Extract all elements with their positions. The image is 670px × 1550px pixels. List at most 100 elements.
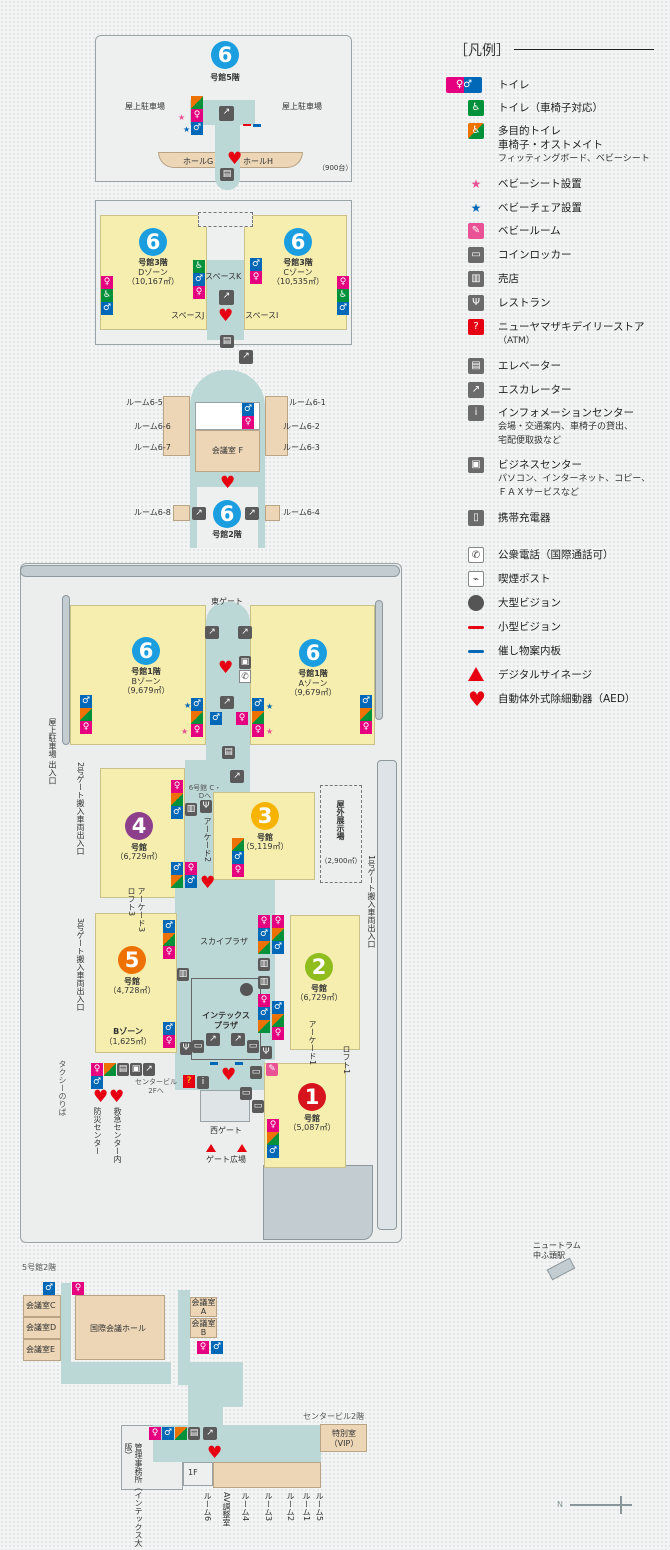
male-toilet-icon: ♂ [232,851,244,864]
business-center-icon: ▣ [130,1063,142,1076]
female-toilet-icon: ♀ [163,946,175,959]
arcade-3-label: アーケード3 [137,887,146,933]
aed-icon: ♥ [109,1087,125,1107]
corridor-2f-left [61,1283,71,1383]
male-toilet-icon: ♂ [171,806,183,819]
legend-item-label: エレベーター [498,360,561,372]
room-6-label: ルーム6 [203,1492,212,1522]
hall1-area: （5,087㎡） [288,1123,336,1132]
intl-conference-hall [75,1295,165,1360]
legend-item-sub: 会場・交通案内、車椅子の貸出、 [498,422,634,432]
sky-plaza-label: スカイプラザ [200,937,248,946]
gate2-entrance: 2号ゲート搬入車両出入口 [76,762,85,856]
male-toilet-icon: ♂ [337,302,349,315]
baby-chair-star-icon: ★ [183,125,191,134]
escalator-icon: ↗ [231,1033,245,1046]
zone-c-area: （10,535㎡） [272,277,324,286]
male-toilet-icon: ♂ [210,712,222,725]
legend-item-text: ビジネスセンターパソコン、インターネット、コピー、ＦＡＸサービスなど [498,458,650,500]
corridor-2f-bottom [61,1362,171,1384]
female-toilet-icon: ♀ [232,864,244,877]
rooftop-parking-right: 屋上駐車場 [282,102,322,111]
smoking-post-icon: ⌁ [468,571,484,587]
road-top [20,565,400,577]
information-icon: i [468,405,484,421]
to-1f-label: 1F [188,1468,198,1477]
conf-room-e-label: 会議室E [26,1345,56,1354]
baby-chair-star-icon: ★ [470,201,482,215]
room-6-6-label: ルーム6-6 [134,422,171,431]
male-toilet-icon: ♂ [193,273,205,286]
female-toilet-icon: ♀ [272,915,284,928]
male-toilet-icon: ♂ [171,862,183,875]
baby-seat-star-icon: ★ [178,113,186,122]
multipurpose-toilet-icon [267,1132,279,1145]
compass-north: N [557,1500,563,1509]
hall6a-area: （9,679㎡） [289,688,337,697]
elevator-icon: ▤ [220,168,234,181]
legend-item-label: 小型ビジョン [498,621,561,633]
hall2-badge: 2 [305,953,333,981]
multipurpose-toilet-icon [258,941,270,954]
legend-item-text: 催し物案内板 [498,644,561,658]
multipurpose-toilet-icon [360,708,372,721]
hall-h-label: ホールH [243,157,274,166]
male-toilet-icon: ♂ [258,928,270,941]
large-vision-icon [468,595,484,611]
restaurant-icon: Ψ [180,1042,192,1055]
legend-item-text: コインロッカー [498,248,572,262]
restaurant-icon: Ψ [200,800,212,813]
legend-item-label: 催し物案内板 [498,645,561,657]
shop-icon: ▥ [468,271,484,287]
aed-icon: ♥ [207,1443,223,1463]
shop-icon: ▥ [185,803,197,816]
floor-label-d: 号館3階 [138,258,168,267]
station-building [546,1257,576,1281]
legend-item-text: 携帯充電器 [498,511,551,525]
female-toilet-icon: ♀ [197,1341,209,1354]
room-6-4-label: ルーム6-4 [283,508,320,517]
multipurpose-toilet-icon [171,793,183,806]
female-toilet-icon: ♀ [191,724,203,737]
male-toilet-icon: ♂ [163,920,175,933]
zone-c-label: Cゾーン [283,268,313,277]
aed-icon: ♥ [93,1087,109,1107]
legend-item-label: 売店 [498,273,519,285]
male-toilet-icon: ♂ [250,258,262,271]
hall6b-area: （9,679㎡） [122,686,170,695]
male-toilet-icon: ♂ [272,941,284,954]
hall5-name: 号館 [124,977,140,986]
room-6-2-label: ルーム6-2 [283,422,320,431]
female-toilet-icon: ♀ [236,712,248,725]
floor-label-c: 号館3階 [283,258,313,267]
multipurpose-toilet-icon [272,1014,284,1027]
legend-item-sub: 宅配便取扱など [498,436,562,446]
hall6b-floor: 号館1階 [131,667,161,676]
legend-item-text: 小型ビジョン [498,620,561,634]
hall3-badge: 3 [251,802,279,830]
male-toilet-icon: ♂ [258,1007,270,1020]
female-toilet-icon: ♀ [171,780,183,793]
multipurpose-toilet-icon: ♿ [468,123,484,139]
hall6-badge-c: 6 [284,228,312,256]
aed-icon: ♥ [220,473,236,493]
multipurpose-toilet-icon [163,933,175,946]
female-toilet-icon: ♀ [149,1427,161,1440]
hall2-floor [290,915,360,1050]
legend-item-label: エスカレーター [498,384,572,396]
escalator-icon: ↗ [468,382,484,398]
conf-room-b-label: 会議室 B [191,1319,216,1337]
room-5-label: ルーム5 [315,1492,324,1522]
conf-room-a [190,1297,217,1317]
event-board-icon [253,124,261,127]
arcade-2-label: アーケード2 [203,817,212,863]
hall6a-zone: Aゾーン [298,679,328,688]
road-south [263,1165,373,1240]
station-label: 中ふ頭駅 [533,1251,565,1260]
escalator-icon: ↗ [230,770,244,783]
conf-room-d [23,1317,61,1339]
multipurpose-toilet-icon [80,708,92,721]
phone-charger-icon: ▯ [468,510,484,526]
rooftop-parking-left: 屋上駐車場 [125,102,165,111]
road-right-border [375,600,383,720]
